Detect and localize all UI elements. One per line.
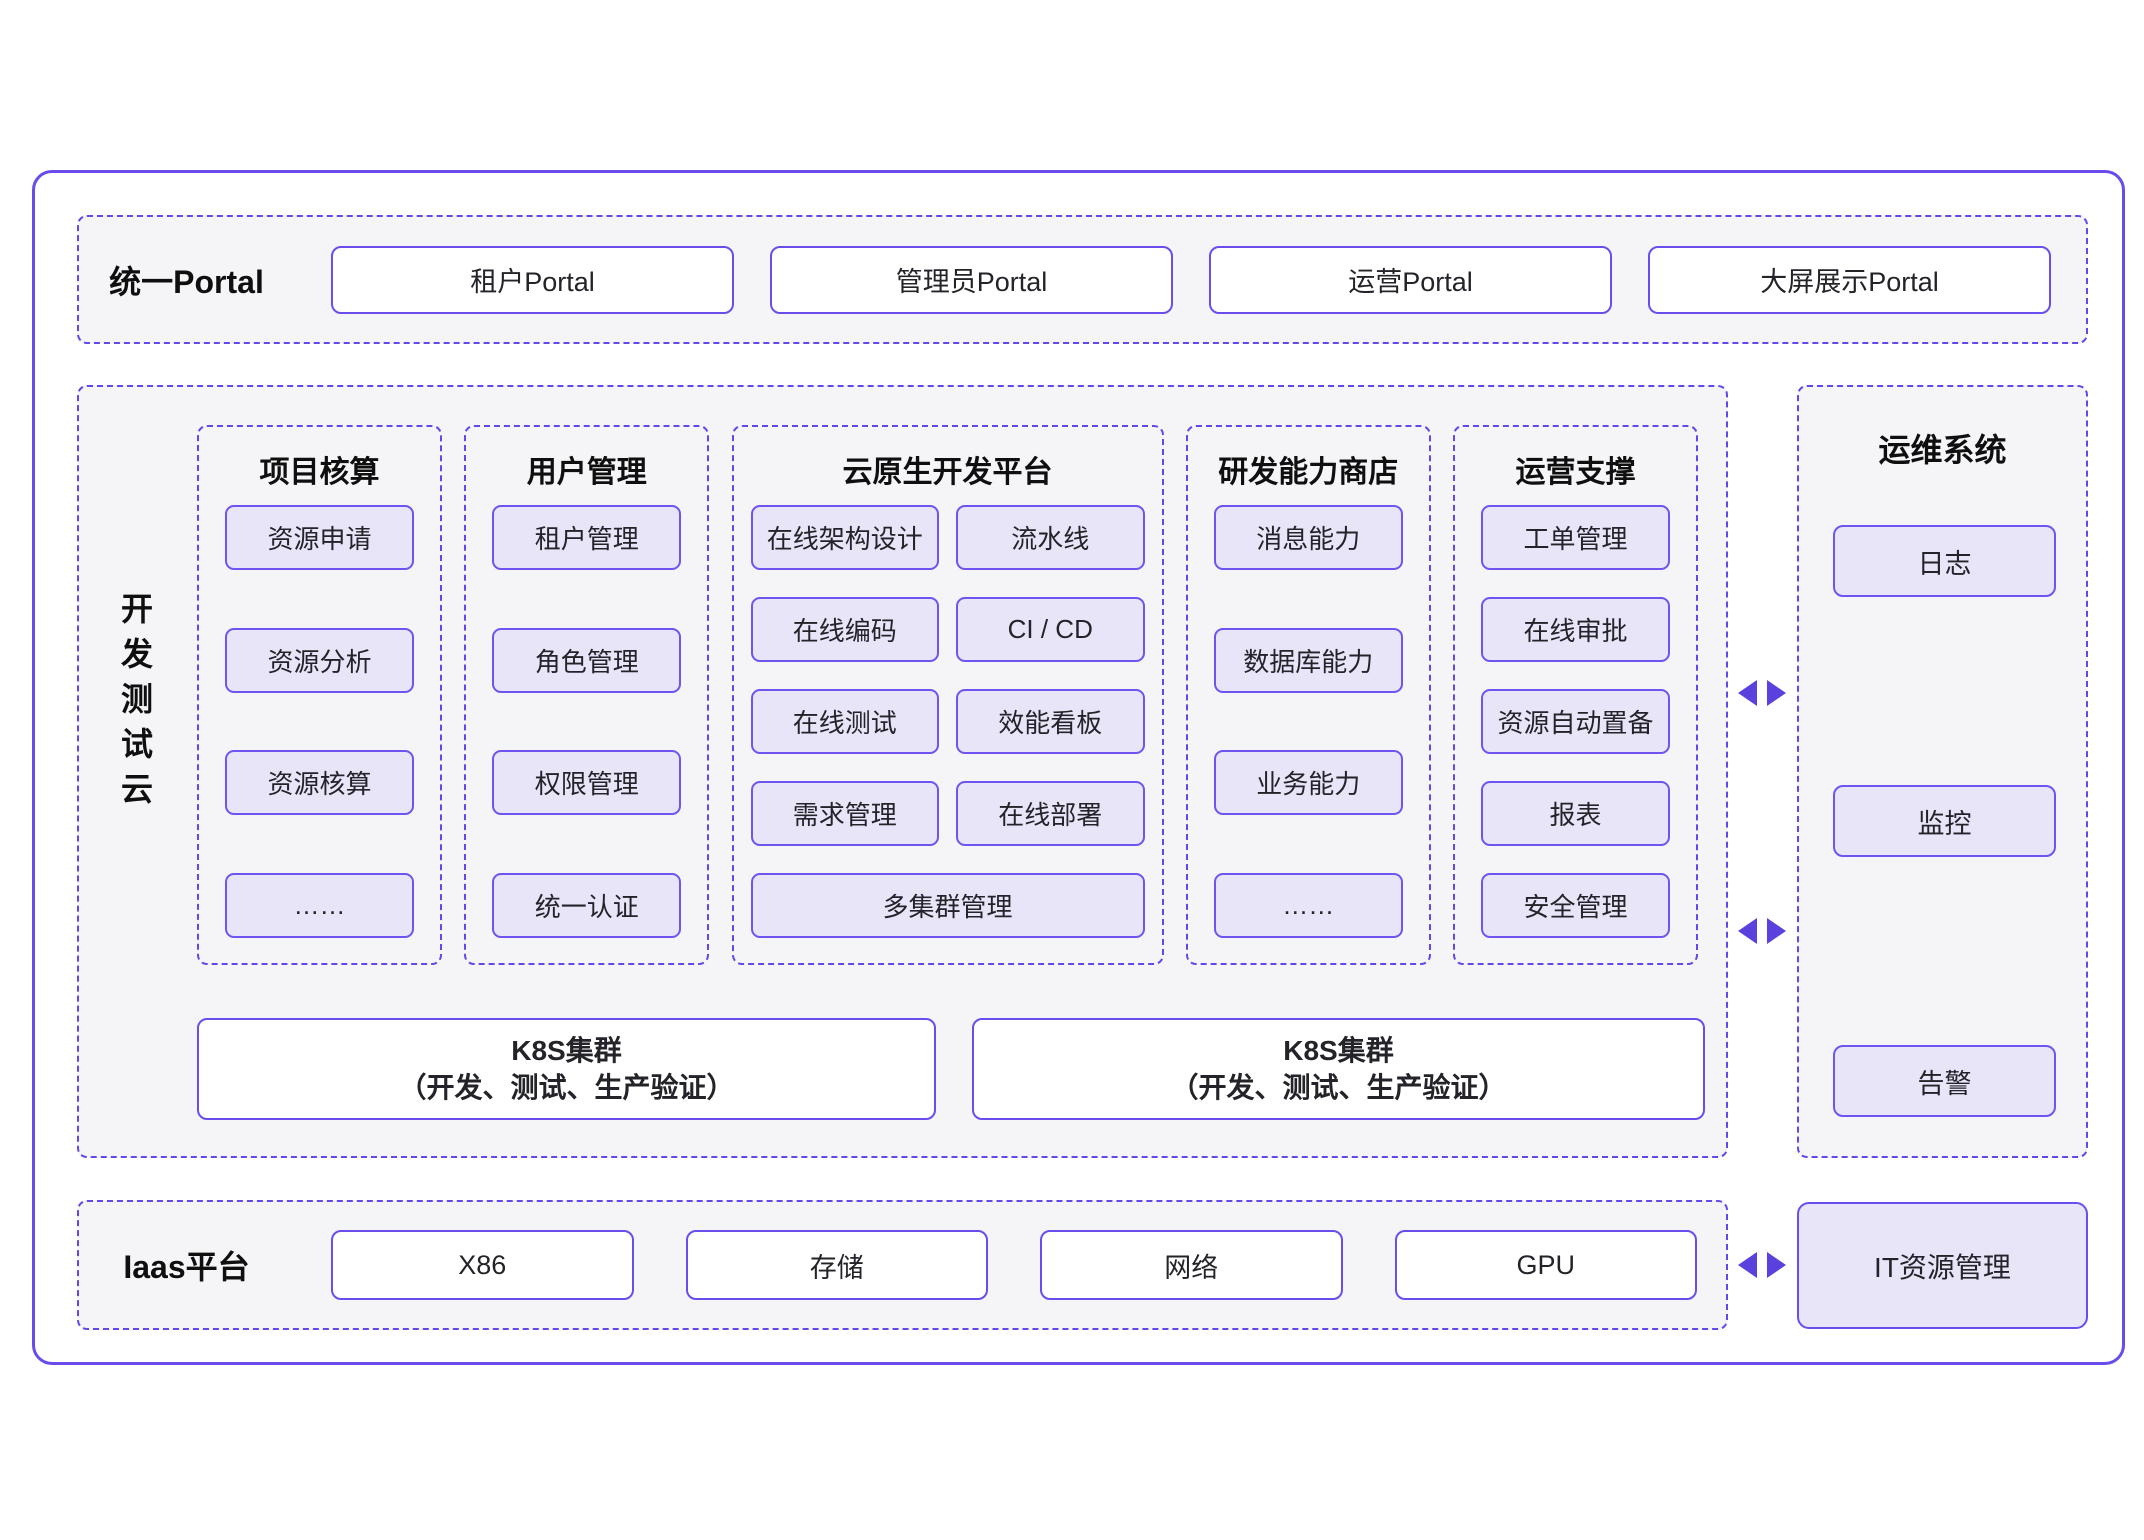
feature-row: 在线测试效能看板 bbox=[750, 689, 1145, 754]
feature-box: 工单管理 bbox=[1481, 505, 1670, 570]
ops-system-section: 运维系统 日志监控告警 bbox=[1797, 385, 2088, 1158]
k8s-cluster-subtitle: （开发、测试、生产验证） bbox=[1170, 1072, 1507, 1103]
vertical-label-char: 测 bbox=[120, 681, 153, 717]
feature-box: 报表 bbox=[1481, 781, 1670, 846]
column-title: 项目核算 bbox=[259, 456, 380, 489]
portal-section-label: 统一Portal bbox=[109, 263, 264, 300]
column-content: 租户管理角色管理权限管理统一认证 bbox=[492, 505, 682, 938]
feature-row: 在线编码 CI / CD bbox=[750, 597, 1145, 662]
vertical-label-char: 试 bbox=[120, 726, 153, 762]
vertical-label-char: 发 bbox=[120, 636, 153, 672]
feature-box: 权限管理 bbox=[492, 750, 682, 816]
column-title: 运营支撑 bbox=[1515, 456, 1636, 489]
feature-box: …… bbox=[1213, 872, 1403, 938]
feature-box: 业务能力 bbox=[1213, 750, 1403, 816]
sync-arrows-top bbox=[1738, 680, 1786, 706]
feature-box: 资源申请 bbox=[225, 505, 414, 570]
feature-box: 效能看板 bbox=[956, 689, 1145, 754]
arrow-right-icon bbox=[1767, 680, 1786, 706]
feature-box: 租户管理 bbox=[492, 505, 682, 570]
iaas-box-1: 存储 bbox=[685, 1230, 988, 1300]
feature-box: 统一认证 bbox=[492, 872, 682, 938]
portal-box-2: 运营Portal bbox=[1209, 245, 1612, 314]
portal-box-3: 大屏展示Portal bbox=[1648, 245, 2051, 314]
dev-column-0: 项目核算资源申请资源分析资源核算 …… bbox=[197, 425, 442, 965]
sync-arrows-middle bbox=[1738, 918, 1786, 944]
arrow-left-icon bbox=[1738, 680, 1757, 706]
ops-box-2: 告警 bbox=[1833, 1045, 2056, 1117]
feature-box: 需求管理 bbox=[750, 781, 939, 846]
dev-columns: 项目核算资源申请资源分析资源核算 …… 用户管理租户管理角色管理权限管理统一认证 云原… bbox=[197, 425, 1698, 965]
column-content: 工单管理在线审批资源自动置备报表安全管理 bbox=[1481, 505, 1670, 938]
feature-box: 资源分析 bbox=[225, 627, 414, 693]
feature-box: 安全管理 bbox=[1481, 873, 1670, 938]
column-content: 资源申请资源分析资源核算 …… bbox=[225, 505, 414, 938]
feature-box: 消息能力 bbox=[1213, 505, 1403, 570]
feature-box: 在线审批 bbox=[1481, 597, 1670, 662]
k8s-cluster-subtitle: （开发、测试、生产验证） bbox=[398, 1072, 735, 1103]
dev-test-cloud-section: 开发测试云 项目核算资源申请资源分析资源核算 …… 用户管理租户管理角色管理权限管理… bbox=[77, 385, 1728, 1158]
feature-box: 在线架构设计 bbox=[750, 505, 939, 570]
vertical-label-char: 开 bbox=[120, 591, 153, 627]
k8s-cluster-box-2: K8S集群 （开发、测试、生产验证） bbox=[972, 1018, 1705, 1120]
feature-row: 需求管理在线部署 bbox=[750, 781, 1145, 846]
column-content: 消息能力数据库能力业务能力 …… bbox=[1213, 505, 1403, 938]
feature-box: 角色管理 bbox=[492, 627, 682, 693]
portal-box-1: 管理员Portal bbox=[770, 245, 1173, 314]
vertical-label-char: 云 bbox=[120, 771, 153, 807]
portal-section: 统一Portal 租户Portal 管理员Portal 运营Portal 大屏展示Po… bbox=[77, 215, 2088, 344]
iaas-section: Iaas平台 X86 存储网络 GPU bbox=[77, 1200, 1728, 1330]
ops-box-1: 监控 bbox=[1833, 785, 2056, 857]
k8s-cluster-title: K8S集群 bbox=[1283, 1035, 1394, 1066]
feature-box: 在线测试 bbox=[750, 689, 939, 754]
column-title: 用户管理 bbox=[526, 456, 647, 489]
architecture-diagram: 统一Portal 租户Portal 管理员Portal 运营Portal 大屏展示Po… bbox=[32, 170, 2125, 1365]
arrow-right-icon bbox=[1767, 1252, 1786, 1278]
sync-arrows-bottom bbox=[1738, 1252, 1786, 1278]
dev-column-1: 用户管理租户管理角色管理权限管理统一认证 bbox=[464, 425, 710, 965]
it-resource-box: IT资源管理 bbox=[1797, 1202, 2088, 1329]
feature-box: 在线编码 bbox=[750, 597, 939, 662]
feature-box: …… bbox=[225, 872, 414, 938]
dev-column-4: 运营支撑工单管理在线审批资源自动置备报表安全管理 bbox=[1453, 425, 1698, 965]
portal-boxes: 租户Portal 管理员Portal 运营Portal 大屏展示Portal bbox=[331, 245, 2051, 314]
arrow-right-icon bbox=[1767, 918, 1786, 944]
iaas-section-label: Iaas平台 bbox=[123, 1249, 250, 1285]
column-title: 研发能力商店 bbox=[1218, 456, 1399, 489]
iaas-box-0: X86 bbox=[331, 1230, 634, 1300]
ops-box-0: 日志 bbox=[1833, 525, 2056, 597]
portal-box-0: 租户Portal bbox=[331, 245, 734, 314]
feature-box: 数据库能力 bbox=[1213, 627, 1403, 693]
feature-box: CI / CD bbox=[956, 597, 1145, 662]
k8s-cluster-title: K8S集群 bbox=[511, 1035, 622, 1066]
ops-system-title: 运维系统 bbox=[1878, 432, 2007, 468]
column-title: 云原生开发平台 bbox=[842, 456, 1053, 489]
iaas-box-3: GPU bbox=[1394, 1230, 1697, 1300]
dev-column-3: 研发能力商店消息能力数据库能力业务能力 …… bbox=[1185, 425, 1431, 965]
k8s-cluster-box-1: K8S集群 （开发、测试、生产验证） bbox=[197, 1018, 936, 1120]
feature-box: 流水线 bbox=[956, 505, 1145, 570]
feature-row: 在线架构设计流水线 bbox=[750, 505, 1145, 570]
iaas-boxes: X86 存储网络 GPU bbox=[331, 1230, 1697, 1300]
feature-box: 资源自动置备 bbox=[1481, 689, 1670, 754]
iaas-box-2: 网络 bbox=[1040, 1230, 1343, 1300]
dev-test-cloud-label: 开发测试云 bbox=[119, 593, 155, 805]
feature-box: 多集群管理 bbox=[750, 873, 1145, 938]
arrow-left-icon bbox=[1738, 1252, 1757, 1278]
arrow-left-icon bbox=[1738, 918, 1757, 944]
feature-box: 在线部署 bbox=[956, 781, 1145, 846]
feature-box: 资源核算 bbox=[225, 750, 414, 816]
